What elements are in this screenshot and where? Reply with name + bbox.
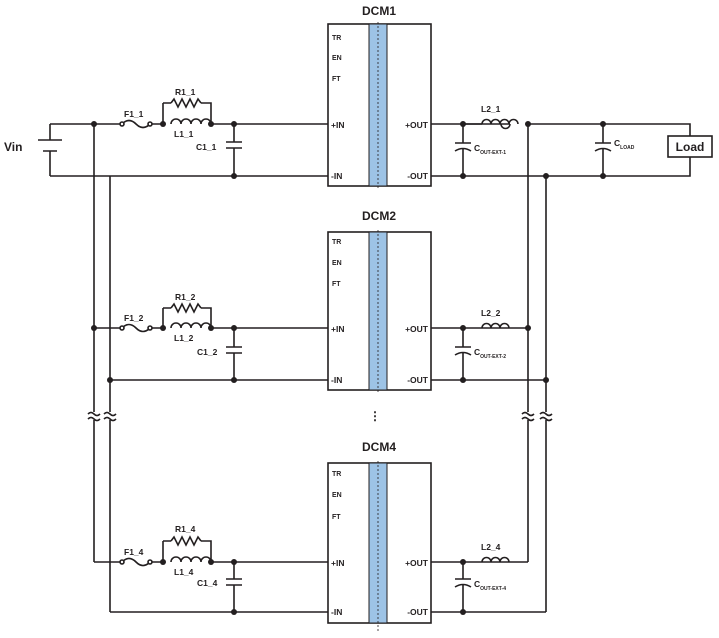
dcm1-minus-in: -IN	[331, 171, 342, 181]
load-box	[667, 135, 713, 158]
output-bus	[521, 124, 553, 612]
cap-cload	[594, 124, 612, 176]
cout-ext-4-label: COUT-EXT-4	[474, 579, 506, 592]
dcm1-en-pin: EN	[332, 55, 342, 62]
dcm1-stage	[50, 22, 713, 188]
dcm2-tr-pin: TR	[332, 239, 341, 246]
cload-label: CLOAD	[614, 138, 635, 151]
inductor-l2-2	[481, 322, 510, 329]
inductor-l2-4-label: L2_4	[481, 542, 501, 552]
resistor-r1-4	[170, 535, 202, 547]
cap-cout-ext-2	[454, 328, 472, 380]
fuse-f1-4-label: F1_4	[124, 547, 144, 557]
fuse-f1-4	[119, 557, 153, 567]
capacitor-c1-2	[226, 328, 242, 380]
dcm2-en-pin: EN	[332, 260, 342, 267]
dcm4-minus-in: -IN	[331, 607, 342, 617]
dcm4-plus-out: +OUT	[405, 558, 429, 568]
dcm1-tr-pin: TR	[332, 35, 341, 42]
resistor-r1-4-label: R1_4	[175, 524, 196, 534]
dcm2-ft-pin: FT	[332, 281, 341, 288]
dcm4-title: DCM4	[362, 440, 396, 454]
inductor-l1-1	[170, 118, 212, 125]
dcm4-plus-in: +IN	[331, 558, 344, 568]
inductor-l2-4	[481, 556, 510, 563]
dcm2-title: DCM2	[362, 209, 396, 223]
dcm2-plus-in: +IN	[331, 324, 344, 334]
inductor-l1-1-label: L1_1	[174, 129, 194, 139]
fuse-f1-1	[119, 119, 153, 129]
inductor-l1-4	[170, 556, 212, 563]
capacitor-c1-2-label: C1_2	[197, 347, 218, 357]
resistor-r1-2-label: R1_2	[175, 292, 196, 302]
resistor-r1-1-label: R1_1	[175, 87, 196, 97]
inductor-l2-2-label: L2_2	[481, 308, 501, 318]
inductor-l1-2	[170, 322, 212, 329]
dcm1-title: DCM1	[362, 4, 396, 18]
fuse-f1-1-label: F1_1	[124, 109, 144, 119]
resistor-r1-1	[170, 97, 202, 109]
dcm1-plus-out: +OUT	[405, 120, 429, 130]
load-label: Load	[676, 140, 705, 154]
dcm2-plus-out: +OUT	[405, 324, 429, 334]
inductor-l1-2-label: L1_2	[174, 333, 194, 343]
cap-cout-ext-4	[454, 562, 472, 612]
dcm1-isolation-barrier	[368, 23, 388, 187]
capacitor-c1-1	[226, 124, 242, 176]
cap-cout-ext-1	[454, 124, 472, 176]
dcm2-minus-in: -IN	[331, 375, 342, 385]
vin-label: Vin	[4, 140, 22, 154]
capacitor-c1-4-label: C1_4	[197, 578, 218, 588]
dcm2-minus-out: -OUT	[407, 375, 429, 385]
more-modules-ellipsis: ⋮	[369, 409, 381, 423]
labels: DCM1 TR EN FT +IN -IN +OUT -OUT F1_1 R1_…	[124, 4, 704, 617]
inductor-l2-1-label: L2_1	[481, 104, 501, 114]
cout-ext-1-label: COUT-EXT-1	[474, 143, 506, 156]
dcm2-stage	[91, 230, 549, 392]
dcm1-minus-out: -OUT	[407, 171, 429, 181]
dcm4-ft-pin: FT	[332, 514, 341, 521]
dcm4-tr-pin: TR	[332, 471, 341, 478]
capacitor-c1-1-label: C1_1	[196, 142, 217, 152]
dcm4-minus-out: -OUT	[407, 607, 429, 617]
capacitor-c1-4	[226, 562, 242, 612]
inductor-l2-1	[463, 118, 519, 130]
input-bus	[87, 124, 117, 612]
cout-ext-2-label: COUT-EXT-2	[474, 347, 506, 360]
fuse-f1-2	[119, 323, 153, 333]
dcm1-plus-in: +IN	[331, 120, 344, 130]
inductor-l1-4-label: L1_4	[174, 567, 194, 577]
dcm4-en-pin: EN	[332, 492, 342, 499]
resistor-r1-2	[170, 302, 202, 314]
dcm1-ft-pin: FT	[332, 76, 341, 83]
vin-source: Vin	[4, 124, 62, 176]
dcm4-stage	[94, 461, 546, 632]
fuse-f1-2-label: F1_2	[124, 313, 144, 323]
